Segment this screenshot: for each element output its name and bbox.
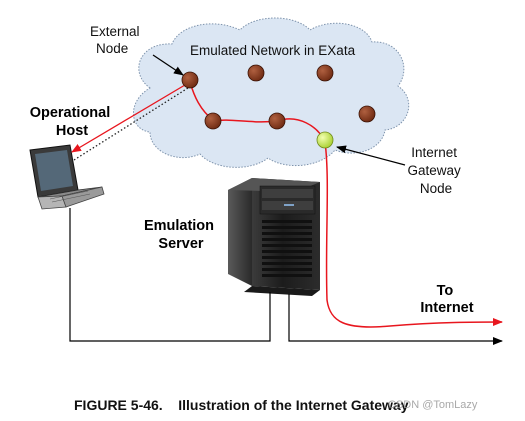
callout-pointers [152,54,406,166]
external-node-pointer [152,54,184,76]
red-path-to-laptop [71,81,191,153]
dotted-path-to-node [73,87,189,161]
external-node-label: External Node [90,24,143,56]
network-node [204,112,222,130]
network-node [268,112,286,130]
network-node [247,64,265,82]
operational-host-label: Operational Host [30,105,115,139]
figure-caption: FIGURE 5-46. Illustration of the Interne… [74,397,409,413]
laptop-to-server-line [69,208,271,342]
to-internet-label: To Internet [420,283,473,316]
external-node [181,71,199,89]
gateway-node-pointer [336,145,406,166]
internet-gateway-node-label: Internet Gateway Node [407,145,464,196]
laptop-icon [29,144,105,210]
emulation-server-label: Emulation Server [144,218,218,252]
server-tower-icon [228,178,320,296]
internet-gateway-node [316,131,334,149]
network-node [358,105,376,123]
cloud-label: Emulated Network in EXata [190,43,356,58]
network-nodes [181,64,376,149]
watermark: CSDN @TomLazy [388,399,478,411]
server-to-internet-line [288,294,503,345]
wired-connections [69,208,503,345]
emulated-network-cloud: Emulated Network in EXata [133,17,410,168]
network-node [316,64,334,82]
